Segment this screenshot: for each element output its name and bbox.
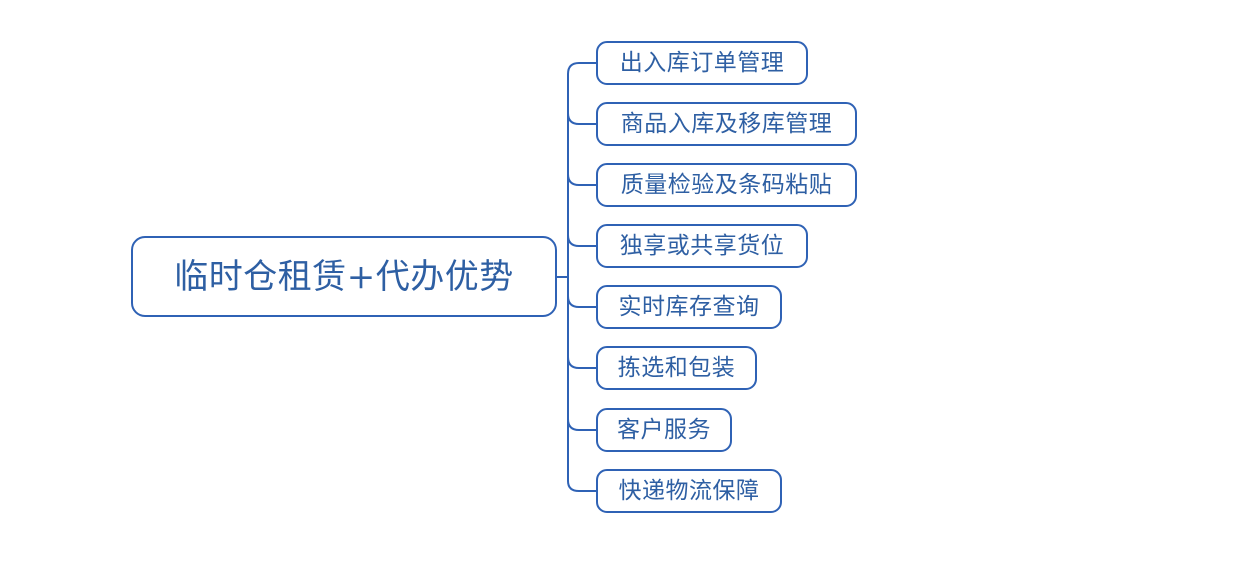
connector-elbow-2 bbox=[567, 112, 596, 125]
root-node[interactable]: 临时仓租赁+代办优势 bbox=[131, 236, 557, 317]
branch-node-1[interactable]: 出入库订单管理 bbox=[596, 41, 808, 85]
branch-node-label: 出入库订单管理 bbox=[619, 49, 785, 76]
branch-node-label: 快递物流保障 bbox=[618, 477, 760, 504]
branch-node-label: 拣选和包装 bbox=[617, 354, 736, 381]
branch-node-label: 客户服务 bbox=[617, 416, 711, 443]
connector-elbow-7 bbox=[567, 418, 596, 431]
root-node-label: 临时仓租赁+代办优势 bbox=[174, 256, 514, 297]
branch-node-6[interactable]: 拣选和包装 bbox=[596, 346, 757, 390]
branch-node-label: 实时库存查询 bbox=[618, 293, 760, 320]
connector-elbow-6 bbox=[567, 356, 596, 369]
branch-node-label: 独享或共享货位 bbox=[619, 232, 785, 259]
branch-node-2[interactable]: 商品入库及移库管理 bbox=[596, 102, 857, 146]
branch-node-label: 质量检验及条码粘贴 bbox=[620, 171, 833, 198]
connector-elbow-5 bbox=[567, 295, 596, 308]
connector-elbow-4 bbox=[567, 234, 596, 247]
branch-node-5[interactable]: 实时库存查询 bbox=[596, 285, 782, 329]
branch-node-7[interactable]: 客户服务 bbox=[596, 408, 732, 452]
connector-elbow-3 bbox=[567, 173, 596, 186]
branch-node-label: 商品入库及移库管理 bbox=[620, 110, 833, 137]
branch-node-8[interactable]: 快递物流保障 bbox=[596, 469, 782, 513]
connector-elbow-1 bbox=[567, 62, 596, 75]
branch-node-3[interactable]: 质量检验及条码粘贴 bbox=[596, 163, 857, 207]
connector-elbow-8 bbox=[567, 480, 596, 492]
branch-node-4[interactable]: 独享或共享货位 bbox=[596, 224, 808, 268]
